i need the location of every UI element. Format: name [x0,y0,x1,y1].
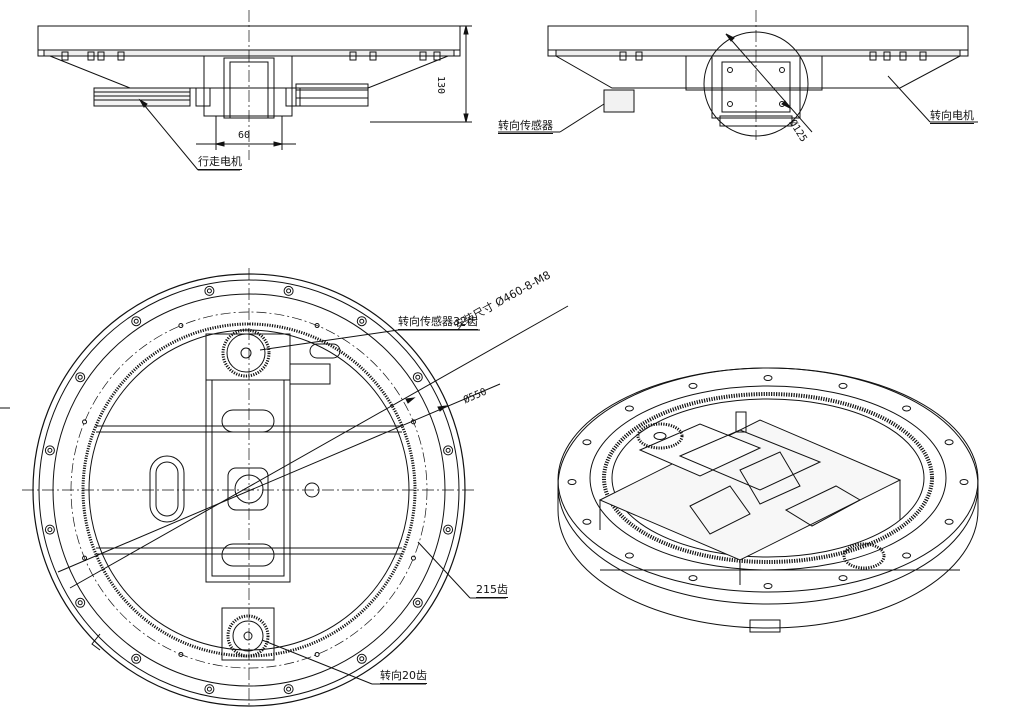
iso-bolt-hole [839,576,847,581]
iso-bolt-hole [689,576,697,581]
front-view [38,10,472,170]
bolt-hole [284,685,293,694]
iso-frame [600,420,900,560]
bolt-hole [205,685,214,694]
dim-130: 130 [435,76,446,95]
dim-550-line [58,384,500,572]
label-gear-215: 215齿 [476,583,508,598]
bolt-hole [444,446,453,455]
iso-bolt-hole [945,519,953,524]
mount-hole [315,324,319,328]
iso-bolt-hole [839,383,847,388]
drive-motor-leader [140,100,198,170]
bolt-hole [284,286,293,295]
bolt-hole [132,654,141,663]
iso-bolt-hole [568,480,576,485]
iso-bolt-holes [568,376,968,589]
mount-hole [315,652,319,656]
label-steering-sensor-32: 转向传感器32齿 [398,315,478,330]
dim-460-line [70,306,568,588]
bolt-hole [413,373,422,382]
bolt-hole [357,317,366,326]
steering-gear-20 [228,616,268,656]
bolt-hole [45,446,54,455]
iso-bolt-hole [583,519,591,524]
bolt-hole [357,654,366,663]
drive-motor-body [94,88,190,106]
label-steering-sensor: 转向传感器 [498,119,553,134]
iso-sensor-gear [638,424,682,448]
bolt-hole [205,286,214,295]
center-frame [206,334,290,582]
label-steering-20: 转向20齿 [380,669,427,684]
iso-bolt-hole [903,553,911,558]
bolt-hole [444,525,453,534]
mount-hole [179,652,183,656]
label-drive-motor: 行走电机 [198,155,242,170]
isometric-view [558,368,978,632]
iso-bolt-hole [960,480,968,485]
iso-bolt-hole [625,406,633,411]
top-view [0,268,568,708]
sensor-gear-32 [223,330,269,376]
iso-bolt-hole [945,440,953,445]
iso-bolt-hole [583,440,591,445]
steering-sensor-block [604,90,634,112]
iso-bolt-hole [764,584,772,589]
dim-60: 60 [238,130,251,141]
side-view [198,10,978,170]
bolt-hole [413,598,422,607]
iso-bolt-hole [689,383,697,388]
iso-bolt-hole [625,553,633,558]
label-steering-motor: 转向电机 [930,109,974,124]
dim-125-line [726,34,812,132]
bolt-hole [76,598,85,607]
mount-hole [411,556,415,560]
iso-bolt-hole [903,406,911,411]
iso-gear-ring [604,394,932,562]
bolt-hole [45,525,54,534]
bolt-hole [132,317,141,326]
iso-steering-gear [844,544,884,568]
bolt-hole [76,373,85,382]
iso-bolt-hole [764,376,772,381]
mount-hole [83,556,87,560]
mount-hole [179,324,183,328]
dim-60-lines [196,116,296,150]
mount-hole [83,420,87,424]
side-view-body [556,56,960,88]
outer-bolt-holes [45,286,452,693]
dim-130-lines [370,26,472,122]
